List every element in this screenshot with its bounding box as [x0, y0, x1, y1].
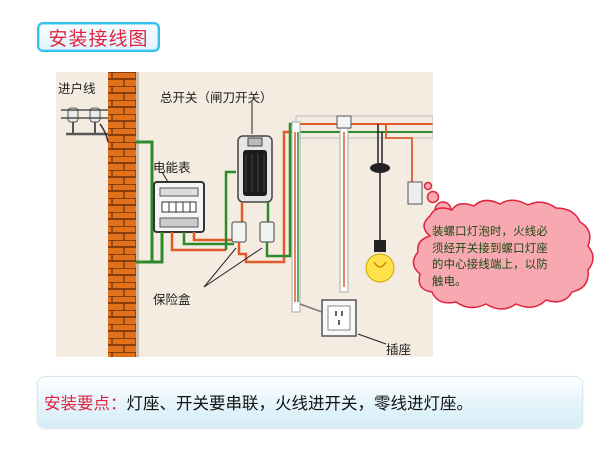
fuse-boxes: [231, 221, 275, 243]
label-meter: 电能表: [153, 160, 191, 175]
electric-meter: [153, 181, 205, 233]
key-points-label: 安装要点：: [44, 394, 127, 413]
label-main-switch: 总开关（闸刀开关）: [160, 90, 273, 105]
note-text: 装螺口灯泡时，火线必 须经开关接到螺口灯座 的中心接线端上，以防 触电。: [432, 223, 588, 289]
label-incoming-line: 进户线: [58, 81, 96, 96]
note-line-1: 装螺口灯泡时，火线必: [432, 224, 548, 238]
lamp: [365, 124, 395, 283]
key-points-box: 安装要点： 灯座、开关要串联，火线进开关，零线进灯座。: [37, 376, 583, 428]
title-box: 安装接线图: [37, 22, 160, 52]
brick-wall: [108, 72, 136, 357]
insulators: [61, 107, 108, 136]
page-title: 安装接线图: [48, 27, 149, 50]
note-line-3: 的中心接线端上，以防: [432, 257, 548, 271]
key-points-text: 灯座、开关要串联，火线进开关，零线进灯座。: [126, 394, 474, 413]
wiring-diagram-svg: [61, 72, 433, 357]
note-line-4: 触电。: [432, 273, 467, 288]
label-socket: 插座: [386, 342, 412, 357]
wiring-diagram: 进户线 总开关（闸刀开关） 电能表 保险盒 插座: [56, 72, 433, 357]
note-line-2: 须经开关接到螺口灯座: [432, 240, 548, 255]
cloud-bubble-large: [434, 201, 452, 219]
label-fuse-box: 保险盒: [153, 292, 191, 307]
socket: [321, 299, 357, 337]
knife-switch: [237, 135, 273, 203]
